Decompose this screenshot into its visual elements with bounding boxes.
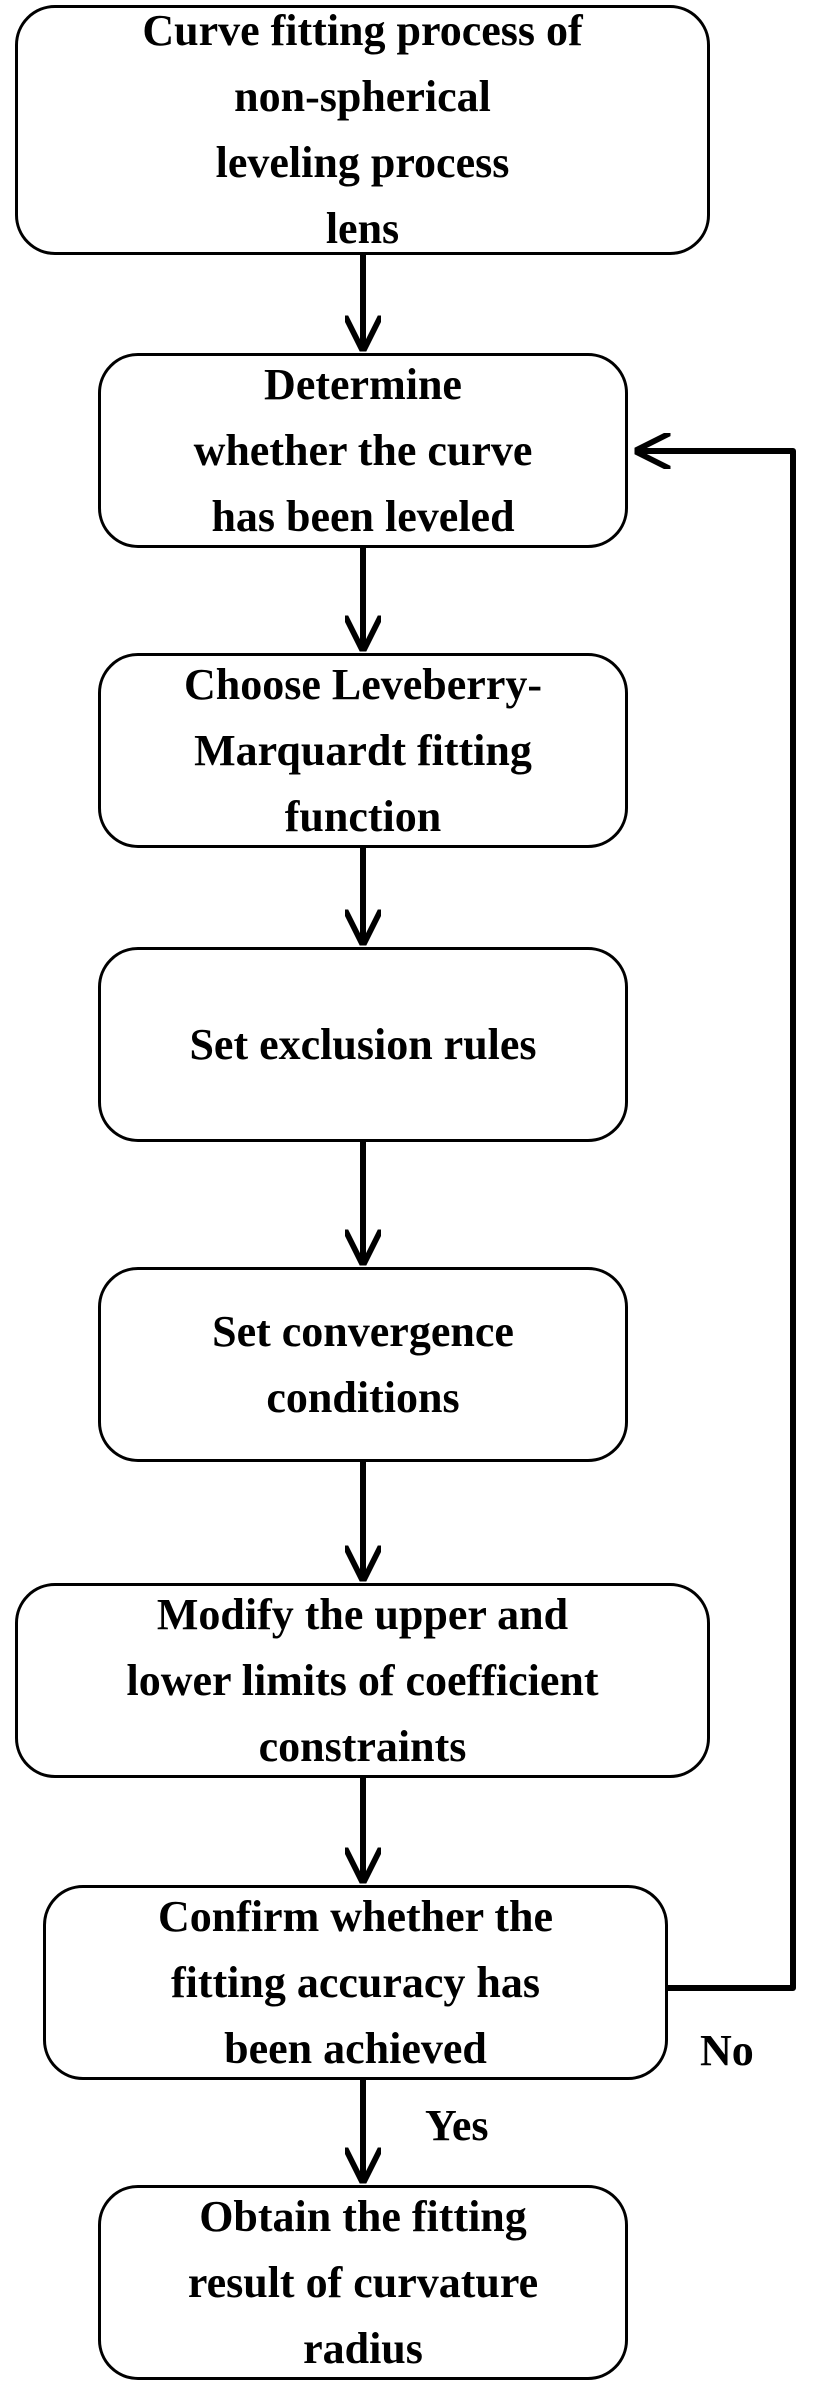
arrow-no-loop-back — [638, 451, 796, 1991]
step-result-text: Obtain the fitting result of curvature r… — [187, 2191, 539, 2373]
step-confirm-text: Confirm whether the fitting accuracy has… — [157, 1891, 554, 2073]
step-exclusion-text: Set exclusion rules — [189, 1019, 537, 1069]
step-choose-box: Choose Leveberry- Marquardt fitting func… — [98, 653, 628, 848]
edge-label-no: No — [700, 2026, 754, 2075]
step-confirm-box: Confirm whether the fitting accuracy has… — [43, 1885, 668, 2080]
step-result-box: Obtain the fitting result of curvature r… — [98, 2185, 628, 2380]
step-modify-text: Modify the upper and lower limits of coe… — [126, 1589, 599, 1771]
step-choose-text: Choose Leveberry- Marquardt fitting func… — [183, 659, 542, 841]
step-start-box: Curve fitting process of non-spherical l… — [15, 5, 710, 255]
edge-label-yes: Yes — [425, 2101, 489, 2150]
step-start-text: Curve fitting process of non-spherical l… — [142, 6, 583, 253]
step-exclusion-box: Set exclusion rules — [98, 947, 628, 1142]
step-modify-box: Modify the upper and lower limits of coe… — [15, 1583, 710, 1778]
step-determine-box: Determine whether the curve has been lev… — [98, 353, 628, 548]
step-convergence-box: Set convergence conditions — [98, 1267, 628, 1462]
step-convergence-text: Set convergence conditions — [212, 1306, 514, 1422]
step-determine-text: Determine whether the curve has been lev… — [193, 359, 533, 541]
